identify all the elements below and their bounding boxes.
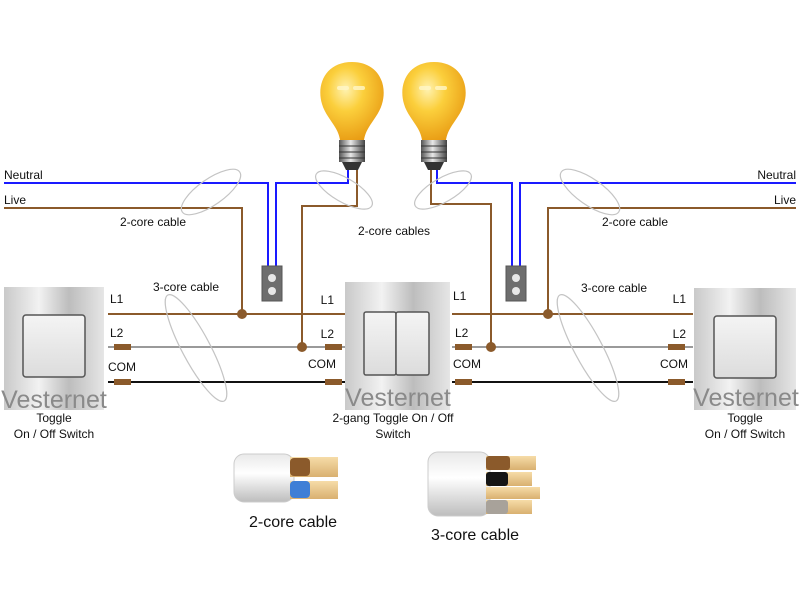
legend-two-core-label: 2-core cable [249, 514, 337, 531]
live-left [4, 207, 243, 314]
three-core-cable-illustration [427, 451, 540, 517]
sleeve [325, 344, 342, 350]
terminal-l1: L1 [453, 289, 467, 303]
toggle-rocker-2 [395, 311, 430, 376]
legend-three-core-label: 3-core cable [431, 527, 519, 544]
neutral-label-left: Neutral [4, 168, 43, 182]
sleeve [668, 344, 685, 350]
light-bulb-right-icon [402, 62, 466, 170]
switch-caption-right-1: Toggle [727, 411, 763, 425]
toggle-rocker [22, 314, 86, 378]
sleeve [325, 379, 342, 385]
neutral-label-right: Neutral [757, 168, 796, 182]
sleeve [668, 379, 685, 385]
switched-live-bulb2 [430, 170, 492, 347]
terminal-l1: L1 [321, 293, 335, 307]
terminal-l1: L1 [110, 292, 124, 306]
switch-center: Vesternet [345, 282, 451, 412]
switch-right: Vesternet [693, 288, 799, 412]
switch-caption-center-1: 2-gang Toggle On / Off [333, 411, 455, 425]
neutral-connector-right [505, 265, 527, 302]
screw-icon [512, 274, 520, 282]
switch-left: Vesternet [1, 287, 107, 414]
junction-dot [297, 342, 307, 352]
switched-live-bulb1 [301, 170, 358, 347]
toggle-rocker [713, 315, 777, 379]
cable-loop-right-2core [559, 168, 621, 216]
terminal-l2: L2 [110, 326, 124, 340]
switch-caption-left-1: Toggle [36, 411, 72, 425]
junction-dot [486, 342, 496, 352]
screw-icon [268, 274, 276, 282]
terminal-com: COM [453, 357, 481, 371]
cable-loop-right-3core [556, 294, 620, 402]
sleeves [114, 344, 685, 385]
cable-label-center-2core: 2-core cables [358, 224, 430, 238]
cable-loop-bulb1 [315, 170, 373, 210]
terminal-com: COM [308, 357, 336, 371]
cable-label-left-3core: 3-core cable [153, 280, 219, 294]
toggle-rocker-1 [363, 311, 397, 376]
terminal-l1: L1 [673, 292, 687, 306]
cable-loop-bulb2 [414, 170, 472, 210]
cable-loops [164, 168, 621, 402]
cable-label-right-3core: 3-core cable [581, 281, 647, 295]
live-label-left: Live [4, 193, 26, 207]
switch-caption-center-2: Switch [375, 427, 410, 441]
sleeve [114, 379, 131, 385]
live-label-right: Live [774, 193, 796, 207]
neutral-wires [4, 170, 796, 268]
sleeve [114, 344, 131, 350]
screw-icon [268, 287, 276, 295]
switch-brand: Vesternet [1, 386, 107, 414]
neutral-left [4, 182, 269, 268]
terminal-l2: L2 [455, 326, 469, 340]
neutral-to-bulb1 [275, 170, 349, 268]
sleeve [455, 344, 472, 350]
switch-caption-right-2: On / Off Switch [705, 427, 785, 441]
junction-dots [237, 309, 553, 352]
neutral-connector-left [261, 265, 283, 302]
terminal-l2: L2 [673, 327, 687, 341]
neutral-to-bulb2 [436, 170, 513, 268]
switch-brand: Vesternet [345, 384, 451, 412]
junction-dot [237, 309, 247, 319]
cable-label-right-2core: 2-core cable [602, 215, 668, 229]
sleeve [455, 379, 472, 385]
neutral-right [519, 182, 796, 268]
light-bulb-left-icon [320, 62, 384, 170]
live-right [547, 207, 796, 314]
junction-dot [543, 309, 553, 319]
switch-brand: Vesternet [693, 384, 799, 412]
screw-icon [512, 287, 520, 295]
terminal-l2: L2 [321, 327, 335, 341]
two-core-cable-illustration [233, 453, 338, 503]
terminal-com: COM [108, 360, 136, 374]
cable-loop-left-3core [164, 294, 228, 402]
terminal-com: COM [660, 357, 688, 371]
switch-caption-left-2: On / Off Switch [14, 427, 94, 441]
live-wires [4, 170, 796, 347]
cable-label-left-2core: 2-core cable [120, 215, 186, 229]
cable-loop-left-2core [180, 168, 242, 216]
